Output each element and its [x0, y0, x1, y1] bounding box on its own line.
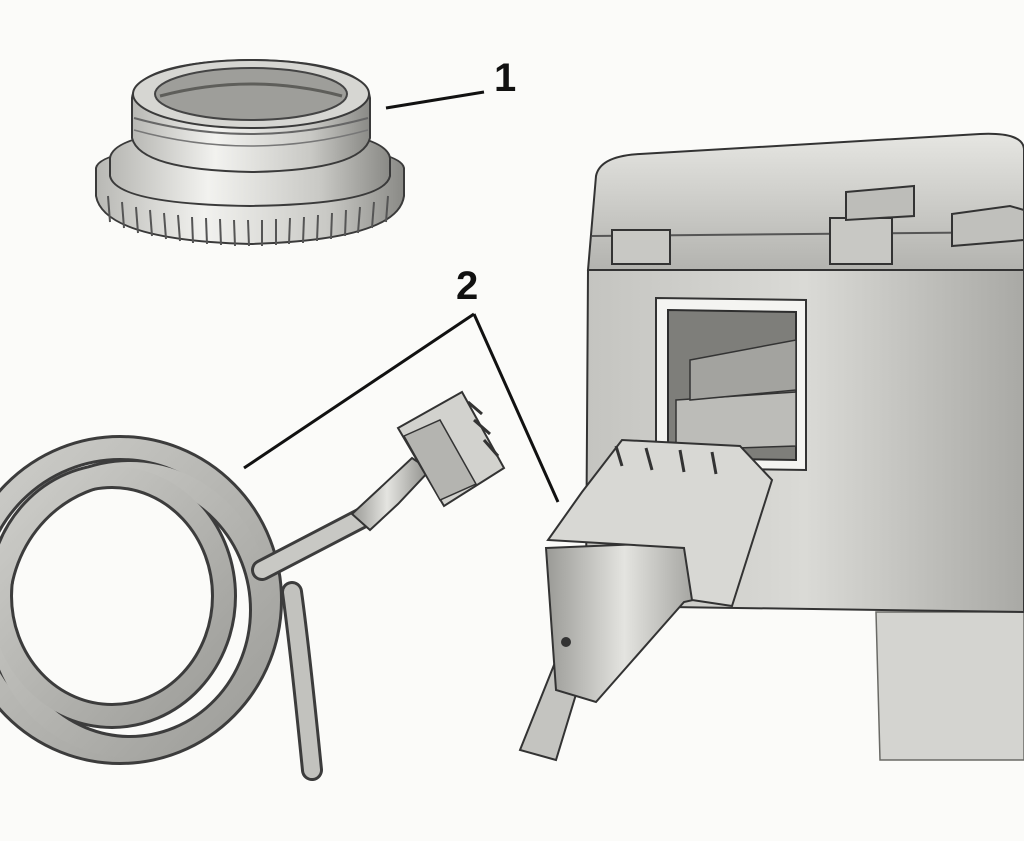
callout-label-2: 2 [456, 264, 479, 308]
lid-clip [611, 229, 671, 265]
callout-label-1: 1 [494, 56, 517, 100]
callout-line-1 [385, 90, 485, 110]
lid-clip [829, 217, 893, 265]
coiled-cable [0, 435, 373, 781]
callout-lines-2 [243, 312, 560, 503]
cable-plug-inserted [518, 438, 774, 762]
adapter-ring [95, 58, 405, 247]
cable-plug-small [350, 390, 506, 532]
knurl-ridges [107, 195, 389, 247]
